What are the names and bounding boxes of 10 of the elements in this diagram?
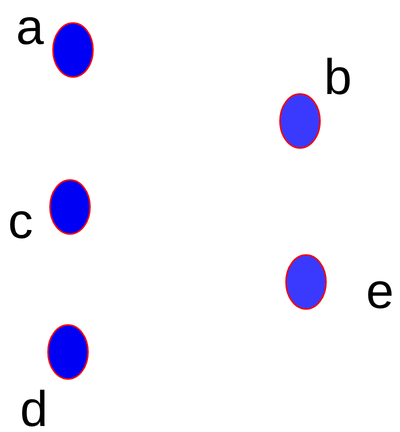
ellipse-marker [47, 324, 89, 380]
ellipse-marker [49, 179, 91, 235]
ellipse-marker [52, 22, 94, 78]
ellipse-marker [285, 254, 327, 310]
point-label: e [366, 266, 394, 316]
point-label: c [8, 196, 33, 246]
ellipse-marker [279, 93, 321, 149]
point-label: d [20, 384, 48, 432]
point-label: b [324, 52, 352, 102]
point-label: a [16, 2, 44, 52]
